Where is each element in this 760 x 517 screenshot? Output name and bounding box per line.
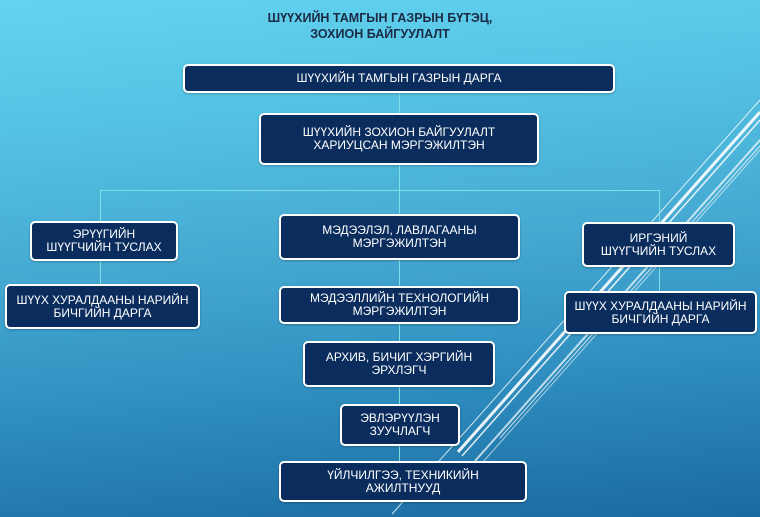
node-label: ҮЙЛЧИЛГЭЭ, ТЕХНИКИЙН xyxy=(327,467,479,482)
node-criminal-judge-assistant: ЭРҮҮГИЙН ШҮҮГЧИЙН ТУСЛАХ xyxy=(30,221,178,261)
node-it-specialist: МЭДЭЭЛЛИЙН ТЕХНОЛОГИЙН МЭРГЭЖИЛТЭН xyxy=(279,286,520,324)
node-label: ЭРҮҮГИЙН xyxy=(72,227,136,241)
node-receptionist: ЭВЛЭРҮҮЛЭН ЗУУЧЛАГЧ xyxy=(340,404,460,446)
node-label: МЭДЭЭЛЛИЙН ТЕХНОЛОГИЙН xyxy=(309,291,490,305)
node-label: ИРГЭНИЙ xyxy=(629,230,688,245)
node-label: ЭРХЛЭГЧ xyxy=(371,363,427,377)
node-label: БИЧГИЙН ДАРГА xyxy=(611,311,710,326)
node-label: ШҮҮГЧИЙН ТУСЛАХ xyxy=(46,240,162,254)
node-label: ШҮҮХ ХУРАЛДААНЫ НАРИЙН xyxy=(16,292,189,307)
node-head: ШҮҮХИЙН ТАМГЫН ГАЗРЫН ДАРГА xyxy=(183,64,615,93)
node-criminal-hearing-secretary: ШҮҮХ ХУРАЛДААНЫ НАРИЙН БИЧГИЙН ДАРГА xyxy=(5,284,200,329)
stripe xyxy=(461,119,760,457)
node-label: АРХИВ, БИЧИГ ХЭРГИЙН xyxy=(325,350,473,364)
node-civil-hearing-secretary: ШҮҮХ ХУРАЛДААНЫ НАРИЙН БИЧГИЙН ДАРГА xyxy=(564,291,757,334)
node-label: ШҮҮХ ХУРАЛДААНЫ НАРИЙН xyxy=(574,298,747,313)
node-label: ЗУУЧЛАГЧ xyxy=(369,424,431,438)
node-label: МЭДЭЭЛЭЛ, ЛАВЛАГААНЫ xyxy=(322,223,477,237)
stripe xyxy=(456,111,760,453)
node-label: ШҮҮХИЙН ЗОХИОН БАЙГУУЛАЛТ xyxy=(302,125,496,139)
node-label: ШҮҮХИЙН ТАМГЫН ГАЗРЫН ДАРГА xyxy=(296,71,502,85)
node-label: МЭРГЭЖИЛТЭН xyxy=(352,236,447,250)
node-label: БИЧГИЙН ДАРГА xyxy=(53,305,152,320)
chart-title: ШҮҮХИЙН ТАМГЫН ГАЗРЫН БҮТЭЦ, ЗОХИОН БАЙГ… xyxy=(220,10,540,42)
node-info-reference-specialist: МЭДЭЭЛЭЛ, ЛАВЛАГААНЫ МЭРГЭЖИЛТЭН xyxy=(279,214,520,260)
node-archive-clerk: АРХИВ, БИЧИГ ХЭРГИЙН ЭРХЛЭГЧ xyxy=(303,341,495,387)
node-civil-judge-assistant: ИРГЭНИЙ ШҮҮГЧИЙН ТУСЛАХ xyxy=(582,222,735,267)
node-label: МЭРГЭЖИЛТЭН xyxy=(352,304,447,318)
title-line-2: ЗОХИОН БАЙГУУЛАЛТ xyxy=(310,27,450,41)
title-line-1: ШҮҮХИЙН ТАМГЫН ГАЗРЫН БҮТЭЦ, xyxy=(267,11,493,25)
node-label: ХАРИУЦСАН МЭРГЭЖИЛТЭН xyxy=(313,138,485,152)
node-label: ШҮҮГЧИЙН ТУСЛАХ xyxy=(600,243,717,258)
node-label: ЭВЛЭРҮҮЛЭН xyxy=(360,411,440,425)
node-service-staff: ҮЙЛЧИЛГЭЭ, ТЕХНИКИЙН АЖИЛТНУУД xyxy=(279,461,527,502)
node-org-specialist: ШҮҮХИЙН ЗОХИОН БАЙГУУЛАЛТ ХАРИУЦСАН МЭРГ… xyxy=(259,113,539,165)
node-label: АЖИЛТНУУД xyxy=(365,480,441,495)
